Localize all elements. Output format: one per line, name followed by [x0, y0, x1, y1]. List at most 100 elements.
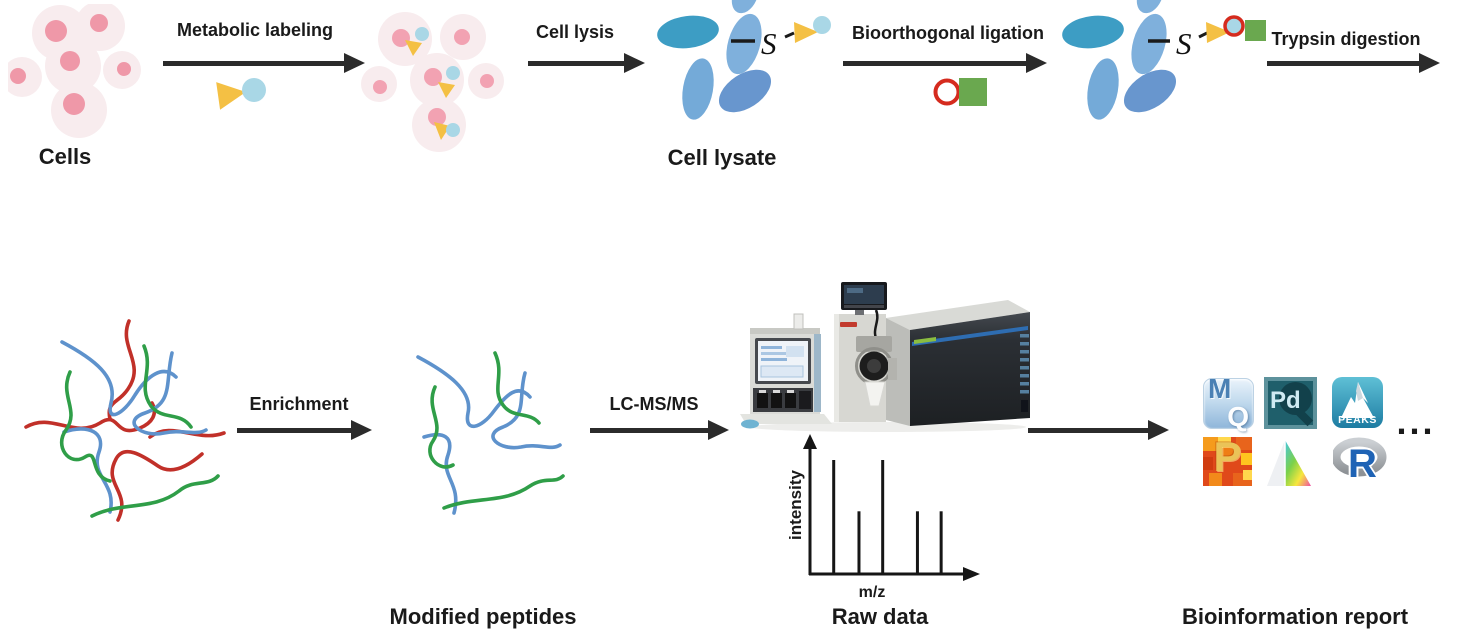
instrument-shadow [750, 422, 1026, 432]
protein-ellipse [1136, 0, 1164, 14]
protein-ellipse [726, 13, 762, 75]
magnifier-lens-icon [1279, 382, 1312, 415]
peptide-strands [24, 319, 226, 522]
peptide-strands [416, 351, 565, 515]
arrow-to-report [1028, 419, 1169, 441]
arrow-shaft [163, 60, 344, 66]
labeled-cells-cluster [361, 12, 504, 152]
red-ring-icon [933, 78, 961, 106]
mz-axis-label: m/z [858, 584, 886, 601]
prism-icon [1264, 437, 1314, 494]
intensity-axis-label: intensity [786, 470, 805, 540]
maxquant-icon: M Q [1203, 373, 1254, 432]
modified-peptides-cluster [416, 351, 565, 515]
ion-source-tower [834, 282, 897, 422]
probe-icon [216, 78, 266, 110]
mosaic-tile [1209, 473, 1222, 486]
protein-ellipse [1123, 69, 1177, 113]
protein-ellipse [1087, 58, 1119, 120]
proteome-discoverer-icon: Pd [1264, 377, 1317, 429]
protein-ellipse [718, 69, 772, 113]
cells-label: Cells [38, 144, 92, 169]
thiol-probe-tag: S [731, 16, 831, 58]
ligation-reagent-icon [933, 78, 987, 106]
peaks-icon: PEAKS [1332, 377, 1383, 428]
solvent-bottle [793, 313, 804, 330]
perseus-p-letter: P [1213, 437, 1242, 480]
mosaic-tile [1223, 447, 1235, 457]
bioinformation-report-label: Bioinformation report [1181, 604, 1409, 629]
mosaic-tile [1203, 437, 1218, 451]
arrow-head [344, 53, 365, 73]
probe-triangle [216, 82, 246, 110]
ellipsis-more-software: ... [1396, 401, 1436, 442]
probe-circle [813, 16, 831, 34]
mosaic-tile [1241, 453, 1252, 465]
arrow-enrichment [237, 419, 372, 441]
mosaic-tile [1203, 457, 1213, 470]
arrow-head [624, 53, 645, 73]
sulfur-letter: S [761, 26, 777, 58]
bioorthogonal-ligation-label: Bioorthogonal ligation [852, 23, 1044, 43]
lysate-proteins [657, 0, 772, 120]
maxquant-m-letter: M [1208, 373, 1232, 404]
arrow-shaft [1028, 427, 1148, 433]
mass-spectrometer-illustration [740, 282, 1030, 432]
probe-circles [415, 27, 460, 137]
arrow-trypsin-digestion [1267, 52, 1440, 74]
cell-nuclei [10, 14, 131, 115]
mosaic-tile [1243, 470, 1252, 480]
pd-label: Pd [1270, 387, 1301, 414]
arrow-shaft [1267, 60, 1419, 66]
probe-triangles [405, 40, 455, 140]
modified-peptides-label: Modified peptides [389, 604, 577, 629]
orbitrap-box [886, 300, 1030, 426]
arrow-head [1026, 53, 1047, 73]
protein-ellipse [1062, 15, 1124, 49]
probe-circle [242, 78, 266, 102]
cell-lysis-label: Cell lysis [535, 22, 615, 42]
protein-ellipse [1131, 13, 1167, 75]
peptide-mixture [24, 319, 226, 522]
perseus-icon: P [1203, 437, 1252, 486]
mosaic-tile [1236, 437, 1252, 450]
green-square-icon [959, 78, 987, 106]
arrow-lcmsms [590, 419, 729, 441]
enrichment-label: Enrichment [249, 394, 349, 414]
mosaic-tile [1218, 437, 1231, 448]
cell-nuclei [373, 29, 494, 126]
cells-cluster [8, 4, 141, 138]
arrow-shaft [590, 427, 708, 433]
r-letter: R [1348, 442, 1377, 486]
mountain-icon [1341, 382, 1374, 418]
y-axis-arrowhead [803, 434, 817, 449]
protein-ellipse [731, 0, 759, 14]
arrow-head [1419, 53, 1440, 73]
lc-autosampler [740, 313, 832, 429]
arrow-metabolic-labeling [163, 52, 365, 74]
trypsin-digestion-label: Trypsin digestion [1271, 29, 1421, 49]
arrow-bioorthogonal-ligation [843, 52, 1047, 74]
spectrum-peaks [832, 460, 943, 573]
protein-ellipse [682, 58, 714, 120]
metabolic-labeling-label: Metabolic labeling [176, 20, 334, 40]
arrow-head [1148, 420, 1169, 440]
arrow-shaft [237, 427, 351, 433]
probe-triangle [1206, 22, 1230, 43]
bond-line [1198, 31, 1208, 39]
arrow-head [351, 420, 372, 440]
bond-line [784, 31, 795, 39]
raw-data-label: Raw data [831, 604, 929, 629]
arrow-shaft [843, 60, 1026, 66]
lcmsms-label: LC-MS/MS [609, 394, 699, 414]
sulfur-letter: S [1176, 26, 1192, 58]
clicked-ring-circle [1223, 15, 1245, 37]
green-square-icon [1245, 20, 1266, 41]
arrow-cell-lysis [528, 52, 645, 74]
arrow-shaft [528, 60, 624, 66]
ligated-proteins [1062, 0, 1177, 120]
r-logo-icon: R [1331, 437, 1388, 489]
protein-ellipse [657, 15, 719, 49]
maxquant-q-letter: Q [1227, 401, 1249, 432]
